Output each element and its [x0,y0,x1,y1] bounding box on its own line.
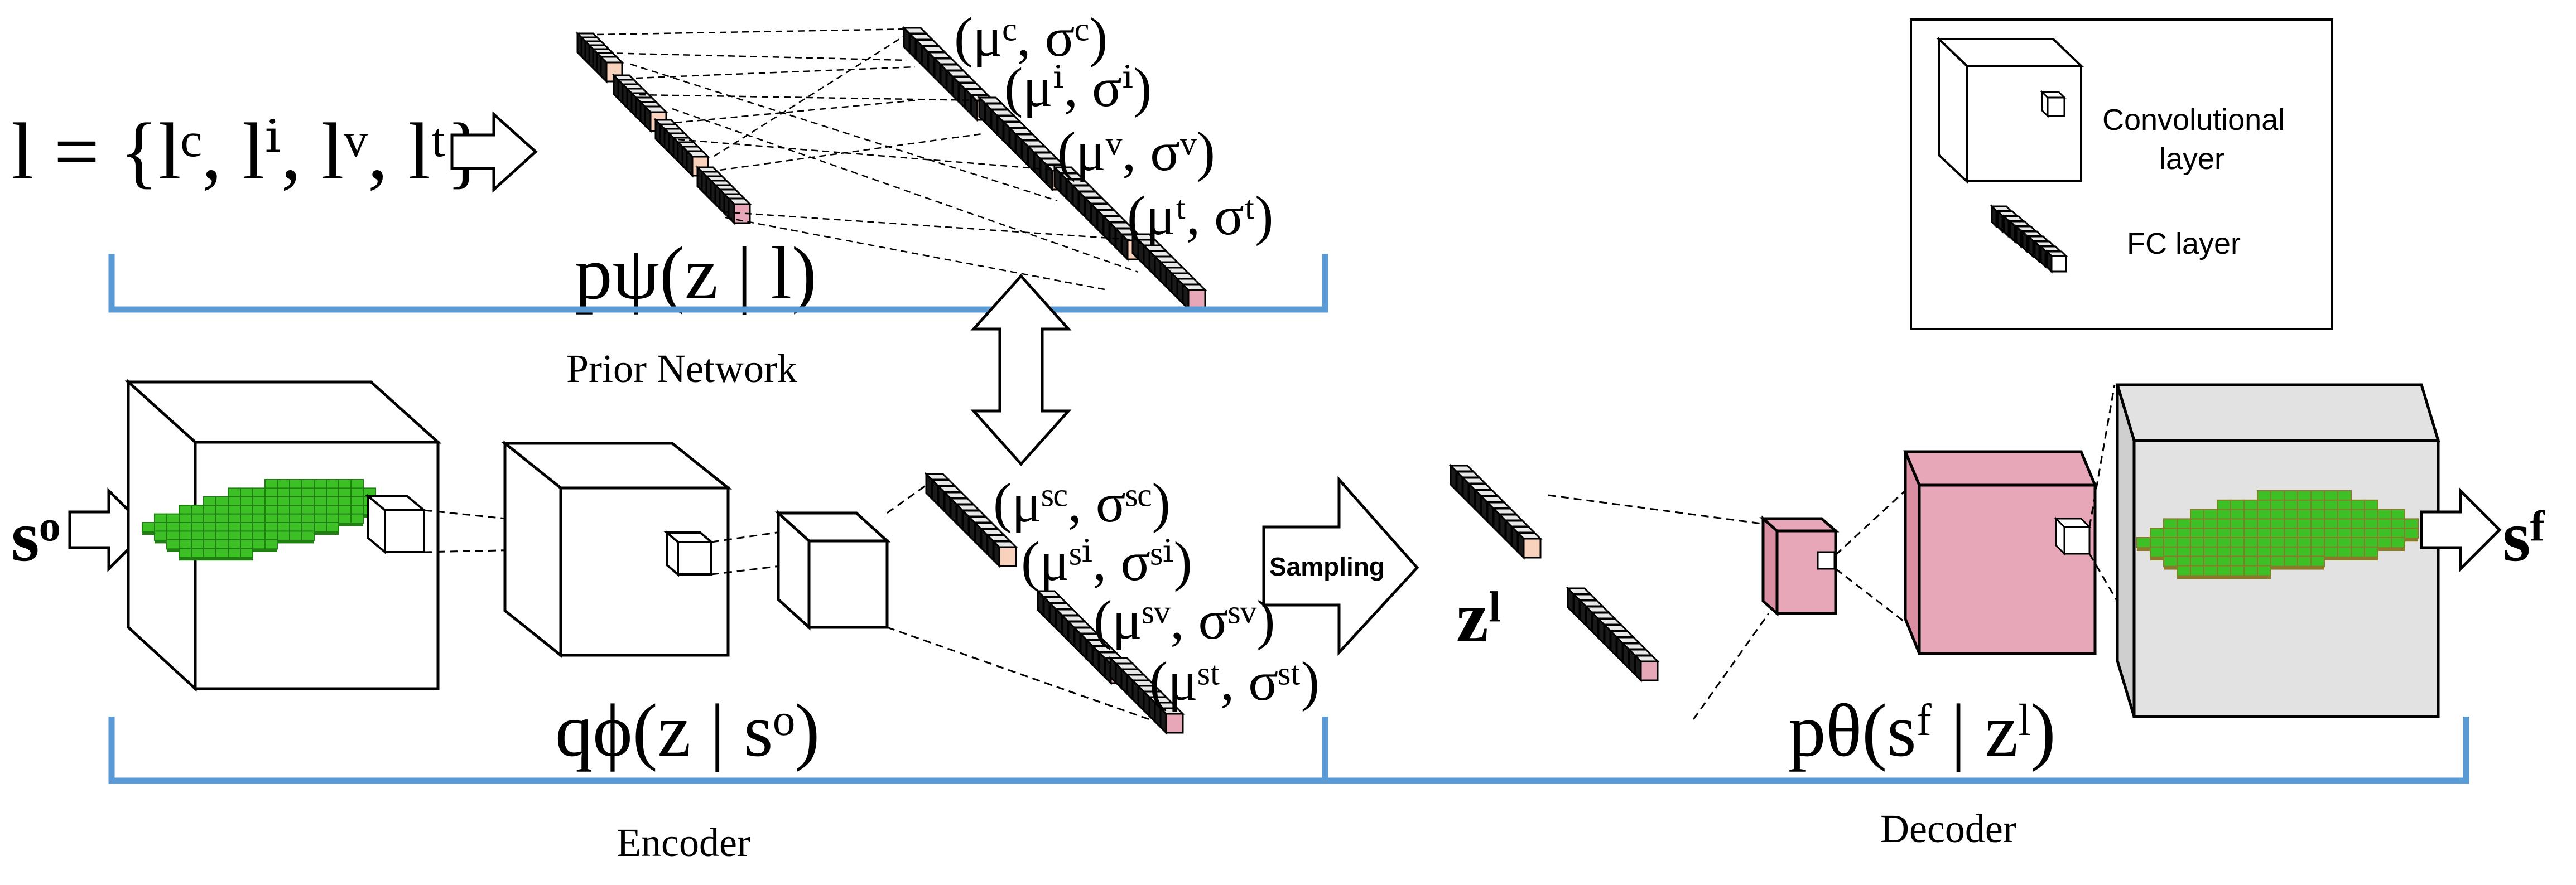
kl-double-arrow [970,274,1072,466]
decoder-latent-label: zˡ [1456,577,1501,657]
decoder-conv-cube-2 [1903,450,2097,655]
prior-output-v: (μᵛ, σᵛ) [1057,120,1215,182]
decoder-label: Decoder [1880,806,2016,851]
output-voxel-cube [2115,383,2440,718]
encoder-output-t: (μˢᵗ, σˢᵗ) [1149,650,1320,712]
prior-input-arrow [450,111,538,193]
prior-fc-layer-output [902,26,1207,311]
fc-unit [1181,282,1207,311]
legend-conv-icon [1936,36,2084,184]
encoder-conv-receptive-field [663,530,715,577]
encoder-fc-layer [924,472,1185,735]
sampling-arrow: Sampling [1262,476,1419,656]
encoder-output-i: (μˢⁱ, σˢⁱ) [1021,530,1192,592]
encoder-output-c: (μˢᶜ, σˢᶜ) [993,472,1171,534]
output-voxel-shape [2136,490,2419,579]
fc-unit [2045,249,2068,274]
fc-unit [1516,531,1543,560]
prior-fc-layer-input [575,31,752,225]
fc-unit [1633,654,1660,683]
prior-network: l = {lᶜ, lⁱ, lᵛ, lᵗ} (μᶜ, σᶜ) (μⁱ, σⁱ) (… [11,6,1328,391]
legend-conv-label-2: layer [2159,142,2224,176]
legend-fc-icon [1990,204,2068,274]
legend-conv-label: Convolutional [2102,103,2285,137]
fc-unit [685,149,710,178]
fc-unit [1158,706,1185,735]
fc-unit [643,104,668,133]
legend-fc-label: FC layer [2127,227,2241,260]
prior-distribution: pψ(z | l) [575,232,817,315]
decoder-fc-layer [1448,463,1660,683]
decoder: zˡ s [1448,383,2545,851]
bottom-bracket [108,717,2469,784]
decoder-output-arrow [2420,487,2502,573]
encoder: sᵒ [11,379,1320,865]
encoder-conv-cube-2 [774,510,891,631]
sampling-label: Sampling [1269,552,1385,581]
prior-output-i: (μⁱ, σⁱ) [1004,56,1152,118]
decoder-output-label: sᶠ [2502,496,2545,577]
prior-output-c: (μᶜ, σᶜ) [954,6,1108,68]
label-equation: l = {lᶜ, lⁱ, lᵛ, lᵗ} [11,107,485,196]
prior-output-t: (μᵗ, σᵗ) [1127,185,1273,246]
prior-bracket [108,254,1328,313]
decoder-distribution: pθ(sᶠ | zˡ) [1788,689,2056,772]
encoder-input-label: sᵒ [11,496,60,577]
input-voxel-cube [124,379,442,692]
encoder-label: Encoder [617,820,750,865]
encoder-output-v: (μˢᵛ, σˢᵛ) [1094,589,1275,651]
fc-unit [991,539,1018,568]
fc-unit [726,196,752,225]
fc-unit [599,55,624,84]
prior-network-label: Prior Network [566,346,797,391]
encoder-distribution: qϕ(z | sᵒ) [555,689,820,772]
input-receptive-field [365,494,427,555]
prior-connections [596,28,1139,291]
decoder-conv-cube-1 [1759,515,1840,617]
input-voxel-shape [142,479,388,561]
legend: Convolutional layer FC layer [1910,18,2333,330]
